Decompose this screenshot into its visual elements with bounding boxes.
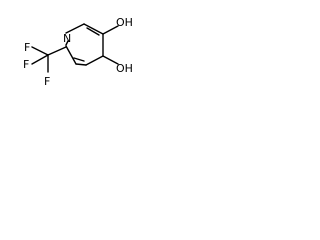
bond-cf3-f-top [31,46,49,56]
structure-diagram: N F F F OH OH [23,16,133,88]
fluorine-label-bottom: F [44,75,50,88]
bond-c3-c2-inner [73,57,85,62]
fluorine-label-top: F [24,41,30,54]
bond-c6-c5 [83,23,104,35]
bond-c4-c3 [85,55,104,66]
bond-n-c6 [65,23,85,34]
bond-c2-cf3 [47,46,67,56]
bond-c6-c5-inner [86,27,100,36]
bond-c3-c2 [75,63,87,66]
hydroxyl-label-bottom: OH [116,62,133,75]
nitrogen-label: N [63,32,71,45]
bond-c4-oh-bottom [102,55,119,65]
bond-cf3-f-left [31,54,49,65]
bond-c5-oh-top [102,25,119,35]
bond-n-c2-inner [65,40,69,46]
bond-n-c2 [65,45,77,65]
hydroxyl-label-top: OH [116,16,133,29]
fluorine-label-left: F [23,58,29,71]
